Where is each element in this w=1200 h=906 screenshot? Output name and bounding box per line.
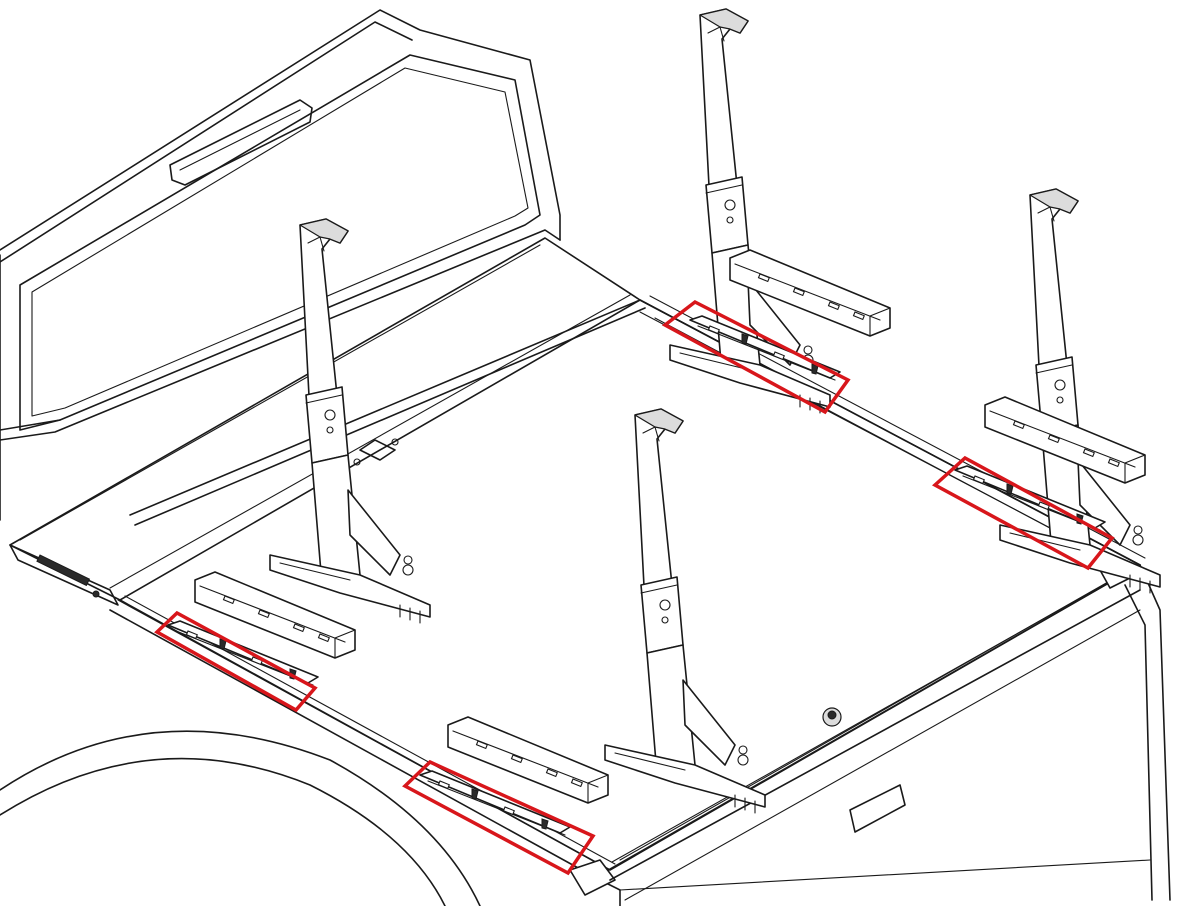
highlight-front-passenger [661, 299, 851, 415]
truck-bed [0, 237, 1171, 906]
truck-cab [0, 9, 561, 521]
highlight-rear-passenger [931, 455, 1115, 571]
highlight-front-driver [154, 610, 318, 713]
rack-upright-rear-driver [604, 408, 766, 814]
highlight-rear-driver [402, 759, 596, 876]
rack-upright-front-passenger [669, 8, 831, 414]
highlight-boxes [154, 299, 1115, 876]
